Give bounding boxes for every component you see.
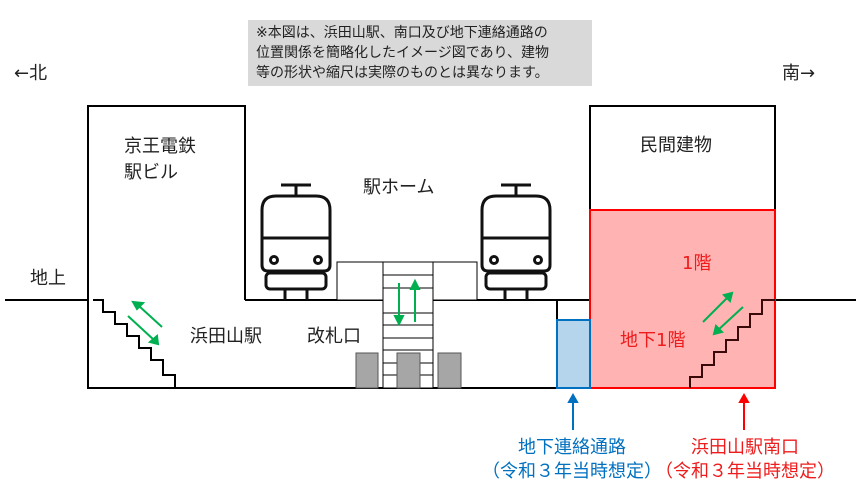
south-exit-callout: 浜田山駅南口 （令和３年当時想定）	[630, 436, 860, 484]
north-direction: ←北	[14, 63, 48, 84]
label-line: 駅ビル	[124, 162, 178, 183]
ground-level-label: 地上	[30, 268, 66, 289]
floor-b1-label: 地下1階	[620, 330, 686, 351]
two-way-arrow-icon	[127, 278, 744, 346]
left-stairs	[93, 299, 176, 388]
keio-building-label: 京王電鉄 駅ビル	[124, 134, 196, 186]
callout-arrow-icon	[567, 392, 579, 430]
right-stairs	[689, 299, 775, 388]
callout-arrow-icon	[738, 392, 750, 430]
callout-line: （令和３年当時想定）	[482, 461, 662, 482]
note-line: ※本図は、浜田山駅、南口及び地下連絡通路の	[256, 25, 548, 41]
station-outline	[87, 105, 590, 389]
south-direction: 南→	[782, 63, 816, 84]
platform-label: 駅ホーム	[363, 177, 435, 198]
ticket-gate	[355, 352, 379, 389]
ticket-gate	[396, 352, 421, 389]
train-icon	[480, 183, 552, 302]
note-line: 位置関係を簡略化したイメージ図であり、建物	[256, 45, 550, 61]
underground-passage	[556, 319, 591, 389]
station-label: 浜田山駅	[190, 326, 262, 347]
disclaimer-note: ※本図は、浜田山駅、南口及び地下連絡通路の 位置関係を簡略化したイメージ図であり…	[248, 20, 592, 86]
label-line: 京王電鉄	[124, 136, 196, 157]
south-exit-area	[589, 209, 776, 389]
passage-callout: 地下連絡通路 （令和３年当時想定）	[452, 436, 692, 484]
note-line: 等の形状や縮尺は実際のものとは異なります。	[256, 65, 549, 81]
ticket-gate-label: 改札口	[307, 326, 361, 347]
train-icon	[260, 183, 332, 300]
callout-line: 地下連絡通路	[518, 437, 626, 458]
floor-1-label: 1階	[682, 253, 712, 274]
callout-line: （令和３年当時想定）	[655, 461, 835, 482]
private-building-label: 民間建物	[640, 135, 712, 156]
callout-line: 浜田山駅南口	[691, 437, 799, 458]
private-building	[589, 105, 776, 211]
ticket-gate	[437, 352, 462, 389]
